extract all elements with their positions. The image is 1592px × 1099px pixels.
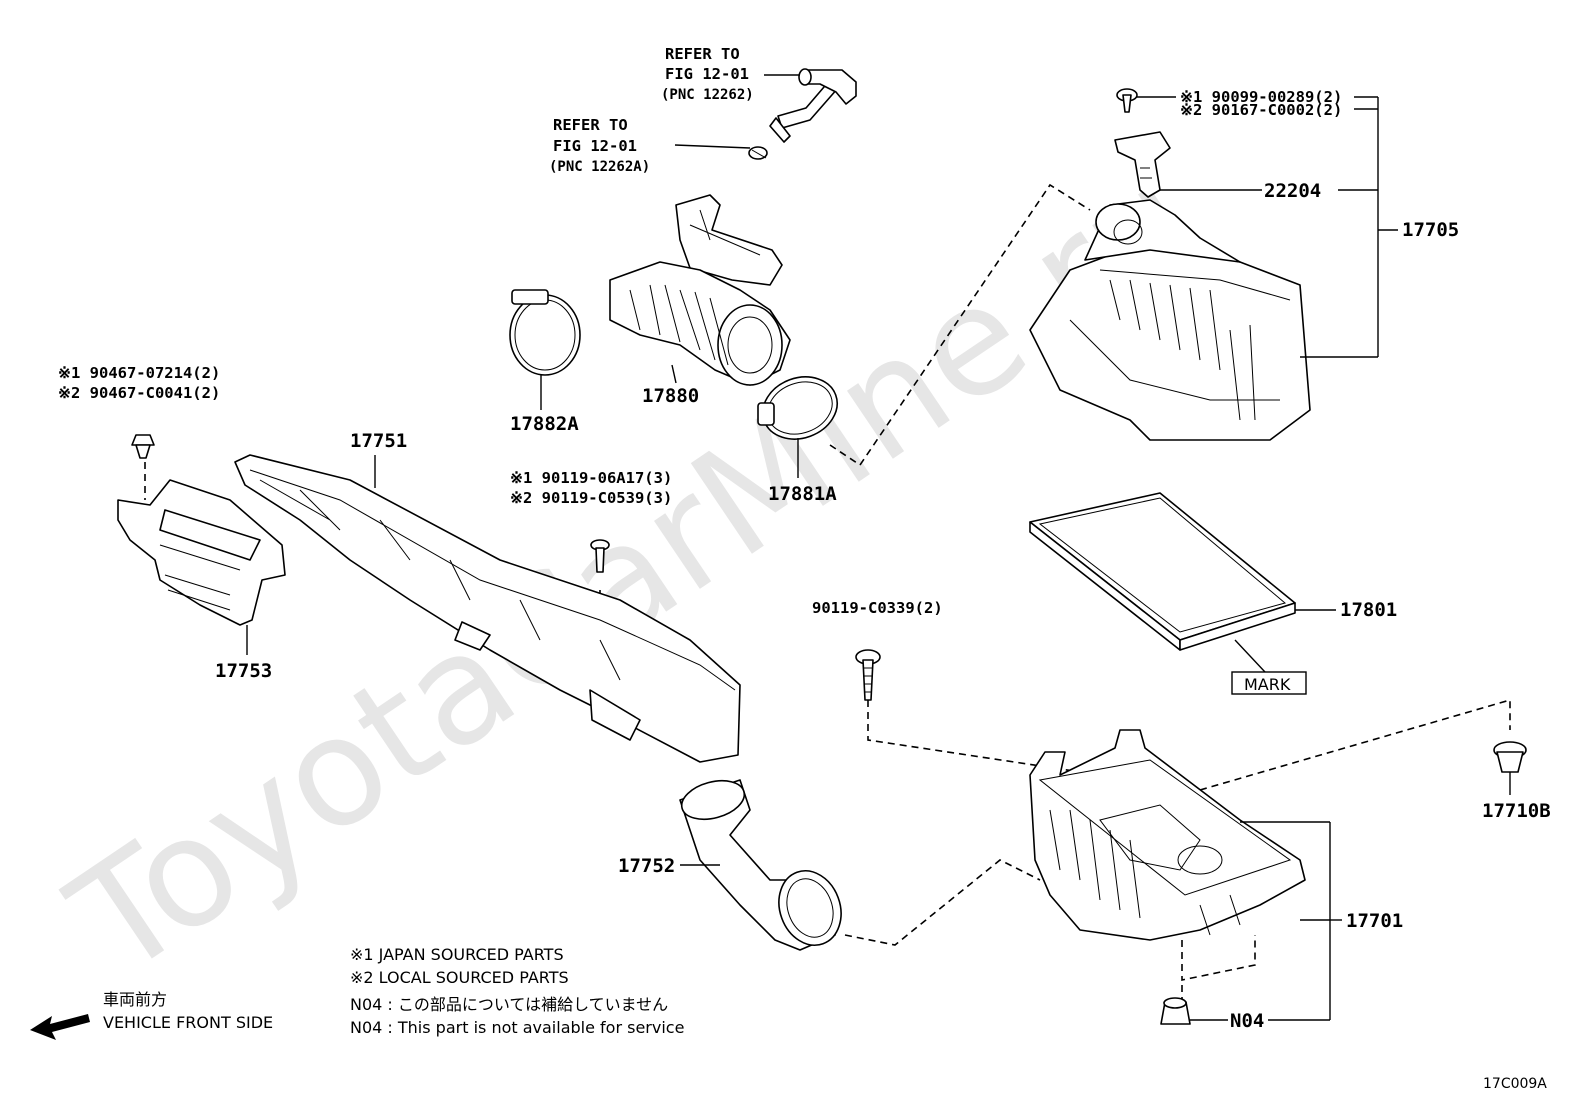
front-jp: 車両前方 <box>103 990 167 1009</box>
refer-1-line3: (PNC 12262) <box>661 87 754 103</box>
part-17752-intake-hose <box>679 779 842 951</box>
bolt-17751-jp: ※1 90119-06A17(3) <box>510 469 672 487</box>
note-n04-jp: N04 : この部品については補給していません <box>350 995 668 1014</box>
bracket-17705 <box>1136 96 1398 358</box>
part-90119-bolt-duct <box>590 539 610 573</box>
label-17882A: 17882A <box>510 413 579 435</box>
part-17881A-hose-clamp <box>757 376 838 478</box>
part-17710B-grommet <box>1493 741 1527 795</box>
part-17882A-hose-clamp <box>509 289 581 410</box>
label-17710B: 17710B <box>1482 800 1551 822</box>
part-N04-plug <box>1160 997 1330 1025</box>
refer-2-line1: REFER TO <box>553 116 628 134</box>
refer-1-line1: REFER TO <box>665 45 740 63</box>
part-17751-air-intake-duct <box>234 454 741 763</box>
refer-clamp <box>674 144 768 160</box>
part-17880-air-cleaner-hose <box>609 194 791 386</box>
mark-box <box>1231 671 1307 695</box>
label-N04: N04 <box>1230 1010 1264 1032</box>
label-22204: 22204 <box>1264 180 1321 202</box>
part-17801-air-filter-element <box>1029 492 1336 673</box>
figure-code: 17C009A <box>1483 1076 1547 1092</box>
refer-hose <box>764 68 857 143</box>
bolt-17701: 90119-C0339(2) <box>812 599 943 617</box>
note-n04-en: N04 : This part is not available for ser… <box>350 1018 684 1037</box>
refer-2-line3: (PNC 12262A) <box>549 159 650 175</box>
label-mark: MARK <box>1244 675 1291 694</box>
part-17753-air-inlet <box>117 479 286 655</box>
bolt-17753-jp: ※1 90467-07214(2) <box>58 364 220 382</box>
front-arrow-icon <box>30 1014 90 1040</box>
label-17752: 17752 <box>618 855 675 877</box>
front-en: VEHICLE FRONT SIDE <box>103 1013 273 1032</box>
label-17701: 17701 <box>1346 910 1403 932</box>
label-17753: 17753 <box>215 660 272 682</box>
part-90467-clip <box>131 434 155 459</box>
label-17801: 17801 <box>1340 599 1397 621</box>
label-17751: 17751 <box>350 430 407 452</box>
refer-2-line2: FIG 12-01 <box>553 137 637 155</box>
part-22204-mass-air-flow-sensor <box>1114 131 1171 198</box>
part-17701-air-cleaner-case <box>1029 729 1330 941</box>
note-local: ※2 LOCAL SOURCED PARTS <box>350 968 569 987</box>
label-17880: 17880 <box>642 385 699 407</box>
part-90119-C0339-bolt <box>855 649 881 701</box>
label-17881A: 17881A <box>768 483 837 505</box>
note-japan: ※1 JAPAN SOURCED PARTS <box>350 945 564 964</box>
screw-17705-local: ※2 90167-C0002(2) <box>1180 101 1342 119</box>
label-17705: 17705 <box>1402 219 1459 241</box>
part-90099-screw <box>1116 88 1138 113</box>
bolt-17751-local: ※2 90119-C0539(3) <box>510 489 672 507</box>
part-17705-air-cleaner-case-cap <box>1029 199 1311 441</box>
bolt-17753-local: ※2 90467-C0041(2) <box>58 384 220 402</box>
refer-1-line2: FIG 12-01 <box>665 65 749 83</box>
screw-17705-jp: ※1 90099-00289(2) <box>1180 88 1342 106</box>
